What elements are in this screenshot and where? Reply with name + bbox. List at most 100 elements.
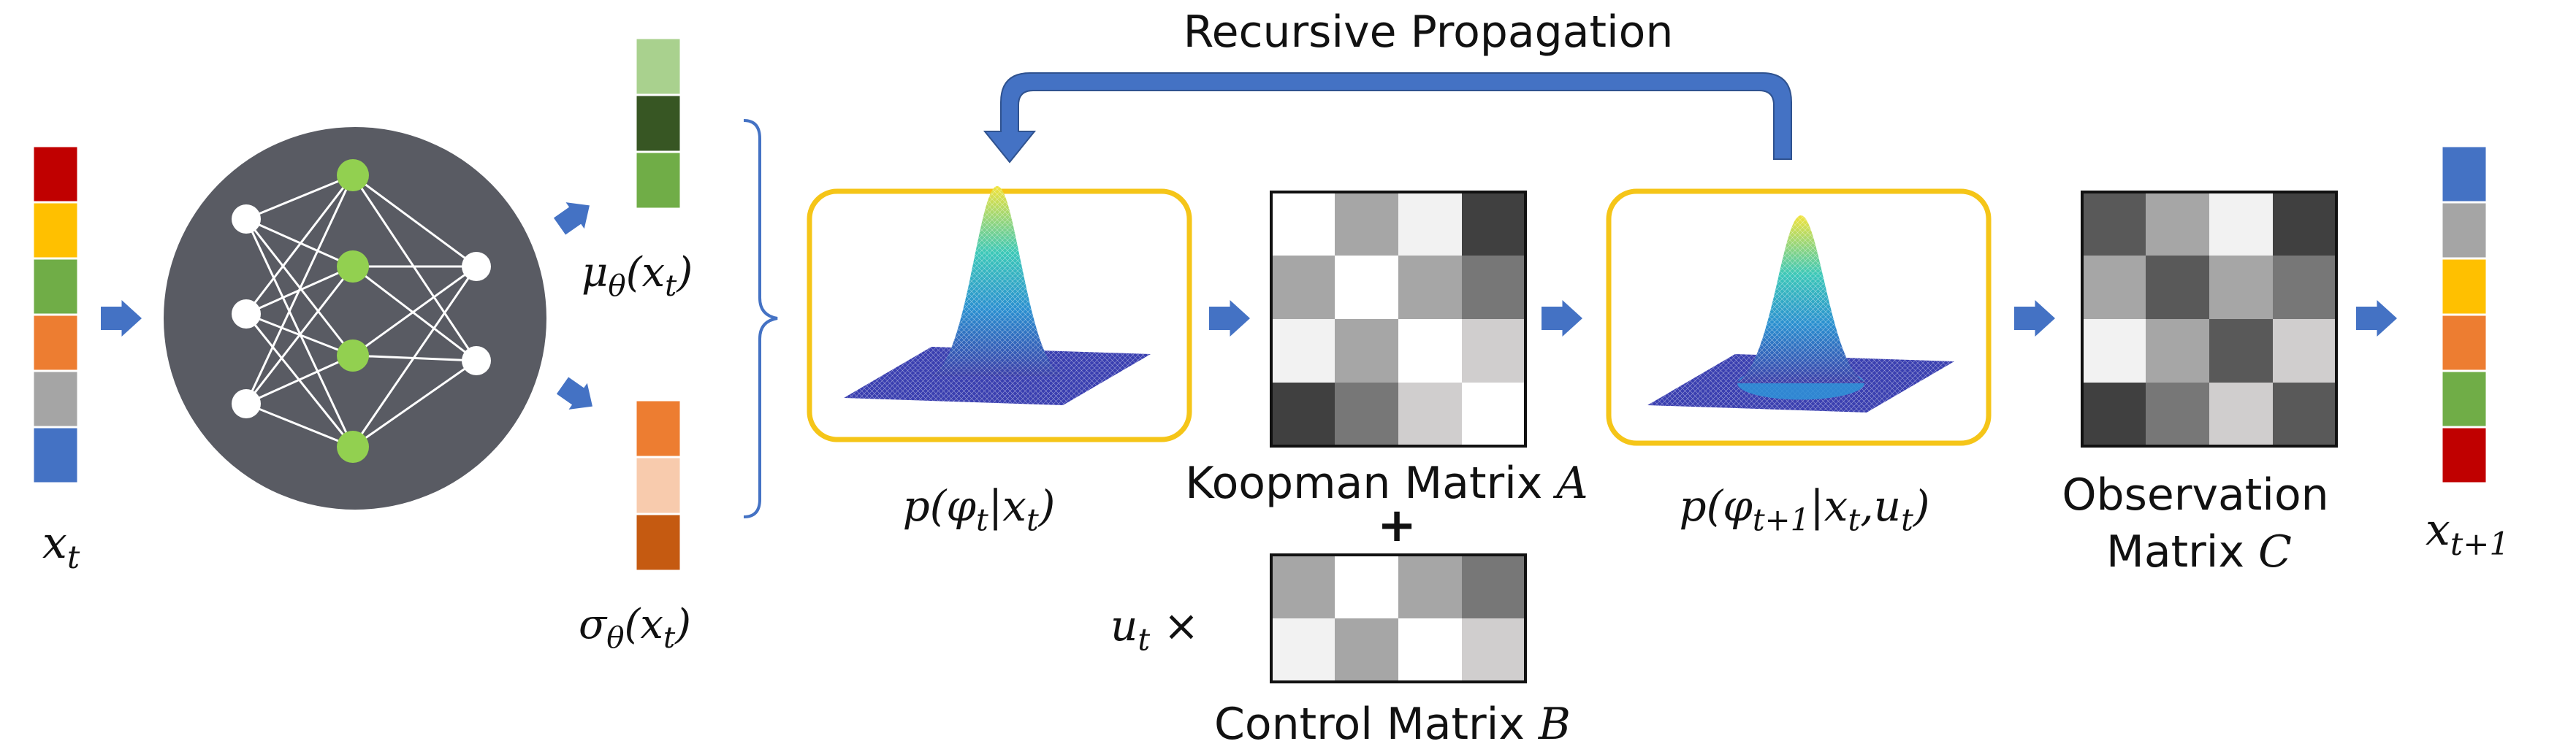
sigma-symbol: σ [579,601,607,648]
network-edge [245,174,354,220]
u-symbol: u [1873,481,1902,531]
neural-network [164,127,546,510]
mu-vector-cell [634,93,682,153]
matrix-cell [1271,192,1335,256]
times-symbol: × [1163,601,1200,651]
input-vector-cell [31,313,80,372]
network-edge [351,174,478,361]
matrix-cell [2209,319,2273,383]
mu-symbol: μ [582,249,609,296]
observation-matrix-label-line1: Observation [2062,469,2329,521]
input-node [232,299,261,329]
output-vector-cell [2440,313,2488,372]
t-subscript: t [1026,502,1039,538]
network-edge [245,266,354,404]
control-matrix-label: Control Matrix B [1214,702,1571,746]
matrix-cell [1398,555,1462,618]
matrix-border [1270,553,1527,683]
merge-brace [743,119,778,518]
prior-gaussian-surface [844,186,1151,405]
matrix-cell [1462,383,1525,446]
xt-label: xt [42,521,80,573]
network-edge [352,359,477,448]
hidden-node [337,159,369,191]
matrix-cell [2146,256,2209,319]
mu-vector-cell [634,150,682,210]
matrix-cell [1398,192,1462,256]
network-edges [245,174,478,448]
matrix-cell [1271,383,1335,446]
network-edge [245,218,354,448]
network-edge [245,174,354,315]
matrix-cell [2146,319,2209,383]
arrow-network-to-mu [553,202,590,235]
propagated-distribution-label: p(φt+1|xt,ut) [1680,485,1930,535]
koopman-symbol: A [1556,458,1588,509]
mu-vector [634,37,682,210]
matrix-cell [2082,192,2146,256]
network-nodes [232,159,491,463]
output-vector-cell [2440,145,2488,204]
t1-subscript: t+1 [1752,502,1810,538]
control-text: Control Matrix [1213,699,1525,750]
x-symbol: x [640,601,663,648]
matrix-cell [2082,256,2146,319]
observation-symbol: C [2258,526,2292,578]
close-paren: ) [1913,481,1930,531]
t-subscript: t [665,268,677,303]
input-node [232,204,261,234]
input-node [232,389,261,418]
network-edge [351,266,478,448]
p-symbol: p [902,481,930,531]
matrix-text: Matrix [2106,526,2244,578]
matrix-cell [2082,319,2146,383]
matrix-cell [2273,319,2336,383]
arrow-network-to-sigma [556,377,592,410]
comma-symbol: , [1860,481,1874,531]
matrix-cell [1462,256,1525,319]
hidden-node [337,339,369,372]
input-vector-cell [31,201,80,260]
t-subscript: t [1848,502,1861,538]
network-edge [245,354,354,405]
arrow-koopman-to-posterior [1542,300,1582,337]
arrow-posterior-to-observation [2014,300,2055,337]
matrix-cell [1335,618,1398,682]
matrix-cell [1271,618,1335,682]
plus-sign: + [1377,499,1417,553]
hidden-node [337,431,369,463]
bar-symbol: | [988,481,1003,531]
matrix-border [1270,191,1527,448]
open-paren: ( [929,481,947,531]
gaussian-bell-mesh [1731,215,1871,383]
t-subscript: t [663,620,676,655]
u-symbol: u [1110,601,1138,651]
close-paren: ) [1038,481,1056,531]
close-paren: ) [677,249,693,296]
network-edge [352,265,477,357]
x-symbol: x [1002,481,1027,531]
open-paren: ( [625,249,642,296]
theta-subscript: θ [608,268,626,303]
koopman-text: Koopman Matrix [1185,458,1543,509]
matrix-cell [2082,383,2146,446]
matrix-cell [1398,618,1462,682]
sigma-vector-cell [634,399,682,459]
x-symbol: x [42,518,67,569]
ut-times-label: ut × [1110,605,1199,655]
xt1-label: xt+1 [2426,508,2510,560]
network-edge [245,218,354,268]
output-vector-cell [2440,201,2488,260]
matrix-cell [1462,555,1525,618]
sigma-label: σθ(xt) [579,605,691,653]
output-vector-cell [2440,369,2488,429]
open-paren: ( [1706,481,1723,531]
input-vector-cell [31,257,80,316]
sigma-vector-cell [634,456,682,515]
phi-symbol: φ [1723,481,1753,531]
koopman-matrix-a [1270,191,1527,448]
x-symbol: x [641,249,666,296]
x-symbol: x [1824,481,1848,531]
t-subscript: t [975,502,988,538]
